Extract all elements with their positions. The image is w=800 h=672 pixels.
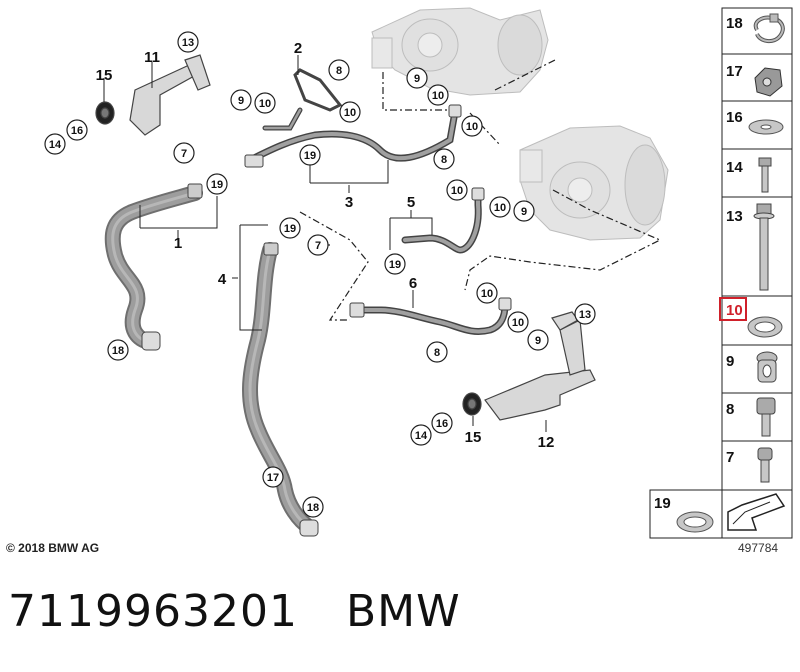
label-18-left: 18 (112, 345, 124, 357)
panel-label-17: 17 (726, 63, 743, 80)
bracket-lower-right (462, 311, 596, 421)
panel-label-13: 13 (726, 208, 743, 225)
label-13-lower: 13 (579, 309, 591, 321)
circled-labels: 13 16 14 7 19 18 8 9 10 10 19 9 10 10 8 … (44, 31, 596, 518)
label-10-pipe6: 10 (481, 288, 493, 300)
sealing-ring-icon (747, 316, 783, 338)
label-8-pipe6: 8 (434, 347, 440, 359)
seal-ring-19-icon (676, 511, 714, 533)
label-5: 5 (407, 194, 415, 211)
highlight-box (719, 297, 747, 321)
part-number[interactable]: 7119963201 (8, 586, 298, 637)
label-7-left: 7 (181, 148, 187, 160)
clamp-icon (753, 13, 785, 43)
label-11: 11 (144, 49, 160, 66)
parts-panel: 18 17 16 14 13 10 9 8 7 19 (649, 7, 793, 539)
label-9-pipe6: 9 (535, 335, 541, 347)
label-10-pipe2: 10 (344, 107, 356, 119)
label-9-turbo: 9 (414, 73, 420, 85)
label-3: 3 (345, 194, 353, 211)
screw-icon (757, 447, 773, 483)
diagram-id: 497784 (738, 541, 779, 555)
label-10-pipe5: 10 (451, 185, 463, 197)
panel-label-18: 18 (726, 15, 743, 32)
hose-left (104, 183, 203, 351)
label-19-left: 19 (211, 179, 223, 191)
pipe-middle (401, 187, 485, 254)
label-15-lower: 15 (465, 429, 482, 446)
banjo-bolt-icon (756, 351, 778, 383)
turbocharger-lower (519, 125, 669, 241)
panel-label-9: 9 (726, 353, 734, 370)
label-7-hose4: 7 (315, 240, 321, 252)
arrow-icon (727, 493, 786, 531)
plain-labels: 1 2 3 4 5 6 11 12 15 15 (96, 40, 555, 451)
label-17: 17 (267, 472, 279, 484)
label-16-lower: 16 (436, 418, 448, 430)
washer-icon (748, 119, 784, 135)
panel-label-16: 16 (726, 109, 743, 126)
socket-bolt-icon (756, 397, 776, 437)
label-10-turbo: 10 (432, 90, 444, 102)
bolt-short-icon (758, 157, 772, 193)
turbocharger-upper (371, 7, 549, 96)
pipe-upper (244, 68, 462, 168)
label-8-pipe3: 8 (441, 154, 447, 166)
label-16-upper: 16 (71, 125, 83, 137)
label-1: 1 (174, 235, 182, 252)
label-14-upper: 14 (49, 139, 62, 151)
label-8-top: 8 (336, 65, 342, 77)
label-6: 6 (409, 275, 417, 292)
label-4: 4 (218, 271, 227, 288)
copyright-text: © 2018 BMW AG (6, 541, 100, 555)
brand-name: BMW (345, 586, 461, 637)
label-9-top: 9 (238, 95, 244, 107)
pipe-lower (349, 297, 512, 335)
panel-label-8: 8 (726, 401, 734, 418)
label-10-pipe6b: 10 (512, 317, 524, 329)
panel-label-10: 10 (726, 302, 743, 319)
panel-label-14: 14 (726, 159, 743, 176)
label-2: 2 (294, 40, 302, 57)
label-10-top: 10 (259, 98, 271, 110)
label-19-hose4: 19 (284, 223, 296, 235)
clip-icon (754, 67, 783, 97)
label-12: 12 (538, 434, 555, 451)
label-13-upper: 13 (182, 37, 194, 49)
label-18-hose4: 18 (307, 502, 319, 514)
label-9-pipe5: 9 (521, 206, 527, 218)
label-19-pipe5: 19 (389, 259, 401, 271)
hose-center (242, 242, 319, 537)
label-10-pipe5b: 10 (494, 202, 506, 214)
part-number-bar: 7119963201 BMW (8, 586, 461, 637)
bracket-upper-left (95, 54, 211, 136)
panel-label-19: 19 (654, 495, 671, 512)
label-14-lower: 14 (415, 430, 428, 442)
leader-lines (103, 55, 547, 432)
bolt-long-icon (753, 203, 775, 291)
label-15-upper: 15 (96, 67, 113, 84)
label-10-pipe3: 10 (466, 121, 478, 133)
label-19-pipe2: 19 (304, 150, 316, 162)
panel-label-7: 7 (726, 449, 734, 466)
